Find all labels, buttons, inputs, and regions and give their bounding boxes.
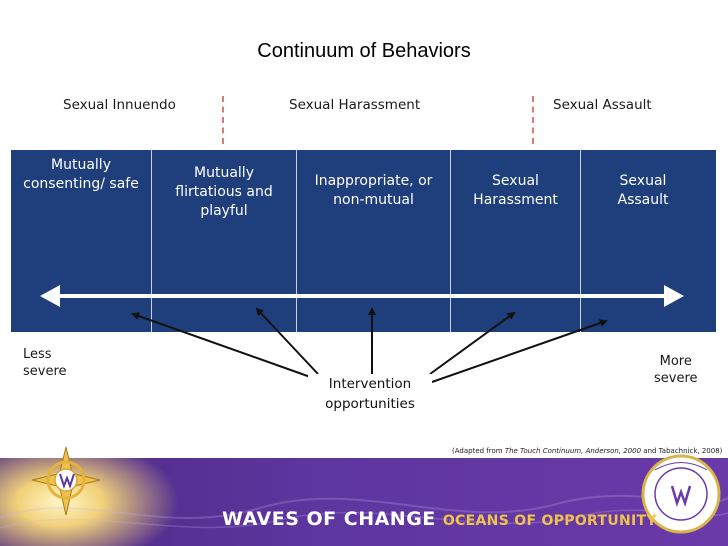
box-line: Mutually xyxy=(194,165,254,181)
citation-suffix: and Tabachnick, 2008) xyxy=(641,447,723,455)
footer-banner xyxy=(0,458,728,546)
box-sexual-assault: Sexual Assault xyxy=(581,172,705,210)
slide-title: Continuum of Behaviors xyxy=(257,40,471,62)
box-line: Harassment xyxy=(473,192,558,208)
box-mutually-consenting: Mutually consenting/ safe xyxy=(11,156,151,194)
footer-slogan: WAVES OF CHANGE OCEANS OF OPPORTUNITY xyxy=(222,508,657,530)
intervention-line: Intervention xyxy=(328,376,412,392)
box-line: consenting/ safe xyxy=(23,176,139,192)
intervention-opportunities-label: Intervention opportunities xyxy=(308,374,432,414)
box-line: flirtatious and xyxy=(175,184,273,200)
slogan-sub: OCEANS OF OPPORTUNITY xyxy=(442,513,657,529)
box-mutually-flirtatious: Mutually flirtatious and playful xyxy=(152,164,296,221)
column-divider xyxy=(296,150,297,332)
box-line: Mutually xyxy=(51,157,111,173)
column-divider xyxy=(580,150,581,332)
column-divider xyxy=(450,150,451,332)
category-sexual-assault: Sexual Assault xyxy=(553,97,652,113)
category-divider xyxy=(222,96,224,144)
compass-glow xyxy=(0,458,180,546)
conference-badge-icon xyxy=(641,454,721,534)
box-line: playful xyxy=(200,203,248,219)
column-divider xyxy=(151,150,152,332)
box-line: Assault xyxy=(617,192,669,208)
less-line: severe xyxy=(23,364,67,379)
compass-logo-icon xyxy=(31,446,101,516)
citation: (Adapted from The Touch Continuum, Ander… xyxy=(452,447,722,455)
box-line: non-mutual xyxy=(333,192,414,208)
citation-prefix: (Adapted from xyxy=(452,447,505,455)
box-inappropriate: Inappropriate, or non-mutual xyxy=(297,172,450,210)
category-divider xyxy=(532,96,534,144)
slogan-main: WAVES OF CHANGE xyxy=(222,508,436,530)
box-sexual-harassment: Sexual Harassment xyxy=(451,172,580,210)
box-line: Sexual xyxy=(619,173,667,189)
less-severe-label: Less severe xyxy=(23,346,67,380)
box-line: Inappropriate, or xyxy=(314,173,433,189)
citation-source: The Touch Continuum, Anderson, 2000 xyxy=(504,447,642,455)
intervention-line: opportunities xyxy=(325,396,415,412)
continuum-band xyxy=(11,150,716,332)
intervention-pointers xyxy=(131,307,608,383)
more-severe-label: More severe xyxy=(654,353,698,387)
box-line: Sexual xyxy=(492,173,539,189)
category-sexual-innuendo: Sexual Innuendo xyxy=(63,97,176,113)
more-line: More xyxy=(659,354,692,369)
less-line: Less xyxy=(23,347,52,362)
more-line: severe xyxy=(654,371,698,386)
severity-arrow xyxy=(40,285,684,307)
category-sexual-harassment: Sexual Harassment xyxy=(289,97,421,113)
